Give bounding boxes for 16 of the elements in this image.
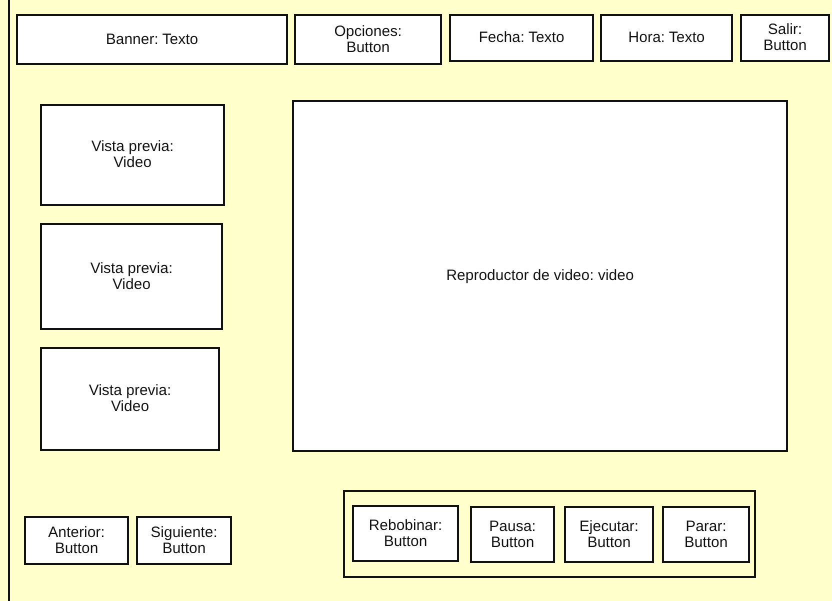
mockup-box: Banner: Texto (16, 14, 288, 65)
mockup-box: Salir: Button (740, 14, 830, 62)
mockup-box: Opciones: Button (294, 14, 442, 65)
mockup-box: Vista previa: Video (40, 223, 223, 330)
mockup-box: Parar: Button (662, 506, 750, 563)
mockup-box: Pausa: Button (470, 506, 555, 563)
mockup-box: Vista previa: Video (40, 104, 225, 206)
mockup-box: Siguiente: Button (136, 516, 232, 565)
button-group-frame (343, 490, 756, 578)
mockup-box: Reproductor de video: video (292, 100, 788, 452)
mockup-box: Ejecutar: Button (564, 506, 654, 563)
mockup-box: Vista previa: Video (40, 347, 220, 451)
mockup-box: Fecha: Texto (449, 14, 594, 62)
mockup-box: Hora: Texto (600, 14, 733, 62)
mockup-box: Rebobinar: Button (352, 505, 459, 562)
mockup-box: Anterior: Button (24, 516, 129, 565)
